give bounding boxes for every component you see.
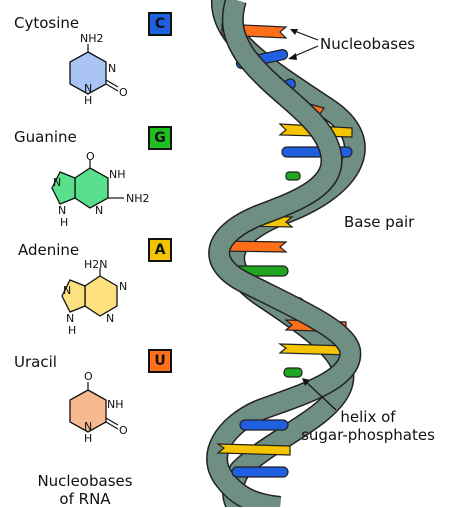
guanine-atom-nh2: NH2 <box>126 192 150 205</box>
guanine-atom-nh: NH <box>109 168 126 181</box>
uracil-atom-o2: O <box>119 424 128 437</box>
guanine-atom-h: H <box>60 216 68 229</box>
caption-line-1: Nucleobases <box>37 472 133 490</box>
adenine-atom-n3: N <box>106 312 114 325</box>
cytosine-molecule: NH2 N N H O <box>69 32 128 107</box>
adenine-label: Adenine <box>18 241 80 259</box>
figure-caption: Nucleobases of RNA <box>30 472 140 508</box>
rung-guanine-3 <box>283 367 303 378</box>
guanine-atom-n2: N <box>95 204 103 217</box>
uracil-atom-n: N <box>84 420 92 433</box>
adenine-atom-h: H <box>68 324 76 337</box>
uracil-label: Uracil <box>14 353 57 371</box>
cytosine-badge: C <box>148 12 172 36</box>
rung-cytosine-6 <box>231 466 289 478</box>
uracil-atom-h: H <box>84 432 92 445</box>
guanine-label: Guanine <box>14 128 77 146</box>
base-rungs-lower <box>215 419 291 478</box>
cytosine-atom-h: H <box>84 94 92 107</box>
uracil-molecule: O NH N H O <box>69 370 128 445</box>
adenine-atom-n2: N <box>63 284 71 297</box>
guanine-atom-o: O <box>86 150 95 163</box>
uracil-badge: U <box>148 349 172 373</box>
cytosine-atom-o: O <box>119 86 128 99</box>
rung-adenine-4 <box>215 443 291 456</box>
nucleobases-arrows <box>288 29 319 60</box>
adenine-badge: A <box>148 238 172 262</box>
uracil-atom-o1: O <box>84 370 93 383</box>
guanine-atom-n3: N <box>58 204 66 217</box>
uracil-atom-nh: NH <box>107 398 124 411</box>
rung-cytosine-5 <box>239 419 289 431</box>
cytosine-atom-n2: N <box>84 82 92 95</box>
adenine-atom-n4: N <box>66 312 74 325</box>
adenine-atom-n1: N <box>119 280 127 293</box>
helix-annotation-line-1: helix of <box>340 408 396 426</box>
adenine-molecule: H2N N N N N H <box>61 258 127 337</box>
nucleobases-annotation: Nucleobases <box>320 35 416 53</box>
helix-arrow <box>302 378 337 411</box>
rung-guanine-1 <box>285 171 301 181</box>
base-pair-annotation: Base pair <box>344 213 415 231</box>
helix-annotation: helix of sugar-phosphates <box>293 408 443 444</box>
cytosine-atom-n1: N <box>108 62 116 75</box>
helix-annotation-line-2: sugar-phosphates <box>301 426 435 444</box>
adenine-atom-h2n: H2N <box>84 258 108 271</box>
cytosine-atom-nh2: NH2 <box>80 32 104 45</box>
guanine-molecule: O N NH NH2 N N H <box>51 150 150 229</box>
cytosine-label: Cytosine <box>14 14 80 32</box>
guanine-badge: G <box>148 126 172 150</box>
guanine-atom-n1: N <box>53 176 61 189</box>
caption-line-2: of RNA <box>59 490 111 508</box>
